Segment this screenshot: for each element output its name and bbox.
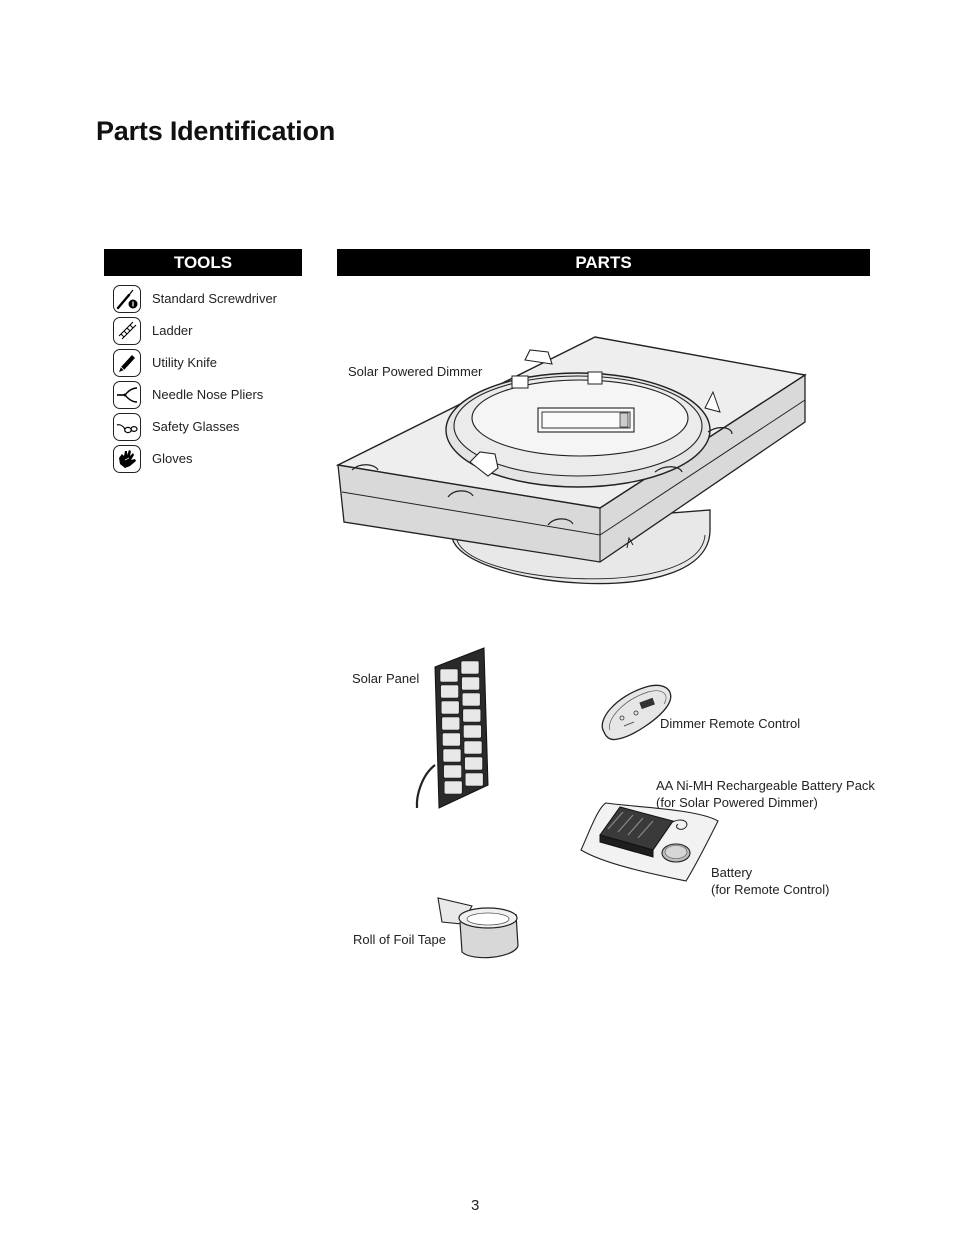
tool-item-pliers: Needle Nose Pliers [113,381,313,411]
solar-cell [439,668,459,683]
solar-powered-dimmer-label: Solar Powered Dimmer [348,364,483,379]
solar-cell [440,700,460,715]
screwdriver-icon [113,285,141,313]
tools-header: TOOLS [104,249,302,276]
page-title: Parts Identification [96,116,336,146]
solar-cell [463,724,482,739]
battery-label-line1: Battery [711,865,753,880]
foil-tape-label: Roll of Foil Tape [353,932,446,947]
solar-cell [442,732,461,747]
utility-knife-icon [113,349,141,377]
solar-cell [463,740,483,755]
tool-label: Safety Glasses [152,419,240,434]
battery-pack-label-line2: (for Solar Powered Dimmer) [656,795,818,810]
solar-cell [461,692,481,707]
ladder-icon [113,317,141,345]
tool-label: Needle Nose Pliers [152,387,264,402]
tool-label: Utility Knife [152,355,218,370]
battery-pack-label-line1: AA Ni-MH Rechargeable Battery Pack [656,778,875,793]
parts-header: PARTS [337,249,870,276]
solar-cell [464,772,484,787]
pliers-icon [113,381,141,409]
safety-glasses-icon [113,413,141,441]
solar-cell [440,684,459,699]
solar-cell [461,676,480,691]
solar-cell [462,708,482,723]
solar-cell [442,748,462,763]
battery-label-line2: (for Remote Control) [711,882,830,897]
tool-item-utility-knife: Utility Knife [113,349,313,379]
solar-panel-illustration [415,647,489,809]
battery-pack-illustration [580,802,719,882]
solar-cell [443,780,463,795]
tool-label: Gloves [152,451,193,466]
battery-pack-label: AA Ni-MH Rechargeable Battery Pack (for … [656,777,875,811]
gloves-icon [113,445,141,473]
tool-item-safety-glasses: Safety Glasses [113,413,313,443]
battery-label: Battery (for Remote Control) [711,864,829,898]
solar-powered-dimmer-illustration [335,336,807,585]
solar-cell [441,716,461,731]
solar-cell [460,660,480,675]
tool-item-ladder: Ladder [113,317,313,347]
foil-tape-illustration [437,897,519,959]
tool-item-gloves: Gloves [113,445,313,475]
tool-label: Ladder [152,323,193,338]
solar-cell [443,764,462,779]
page-number: 3 [471,1197,480,1214]
dimmer-remote-control-illustration [601,684,672,741]
solar-cell [464,756,483,771]
tool-item-screwdriver: Standard Screwdriver [113,285,313,315]
dimmer-remote-control-label: Dimmer Remote Control [660,716,801,731]
solar-panel-label: Solar Panel [352,671,420,686]
tool-label: Standard Screwdriver [152,291,277,306]
